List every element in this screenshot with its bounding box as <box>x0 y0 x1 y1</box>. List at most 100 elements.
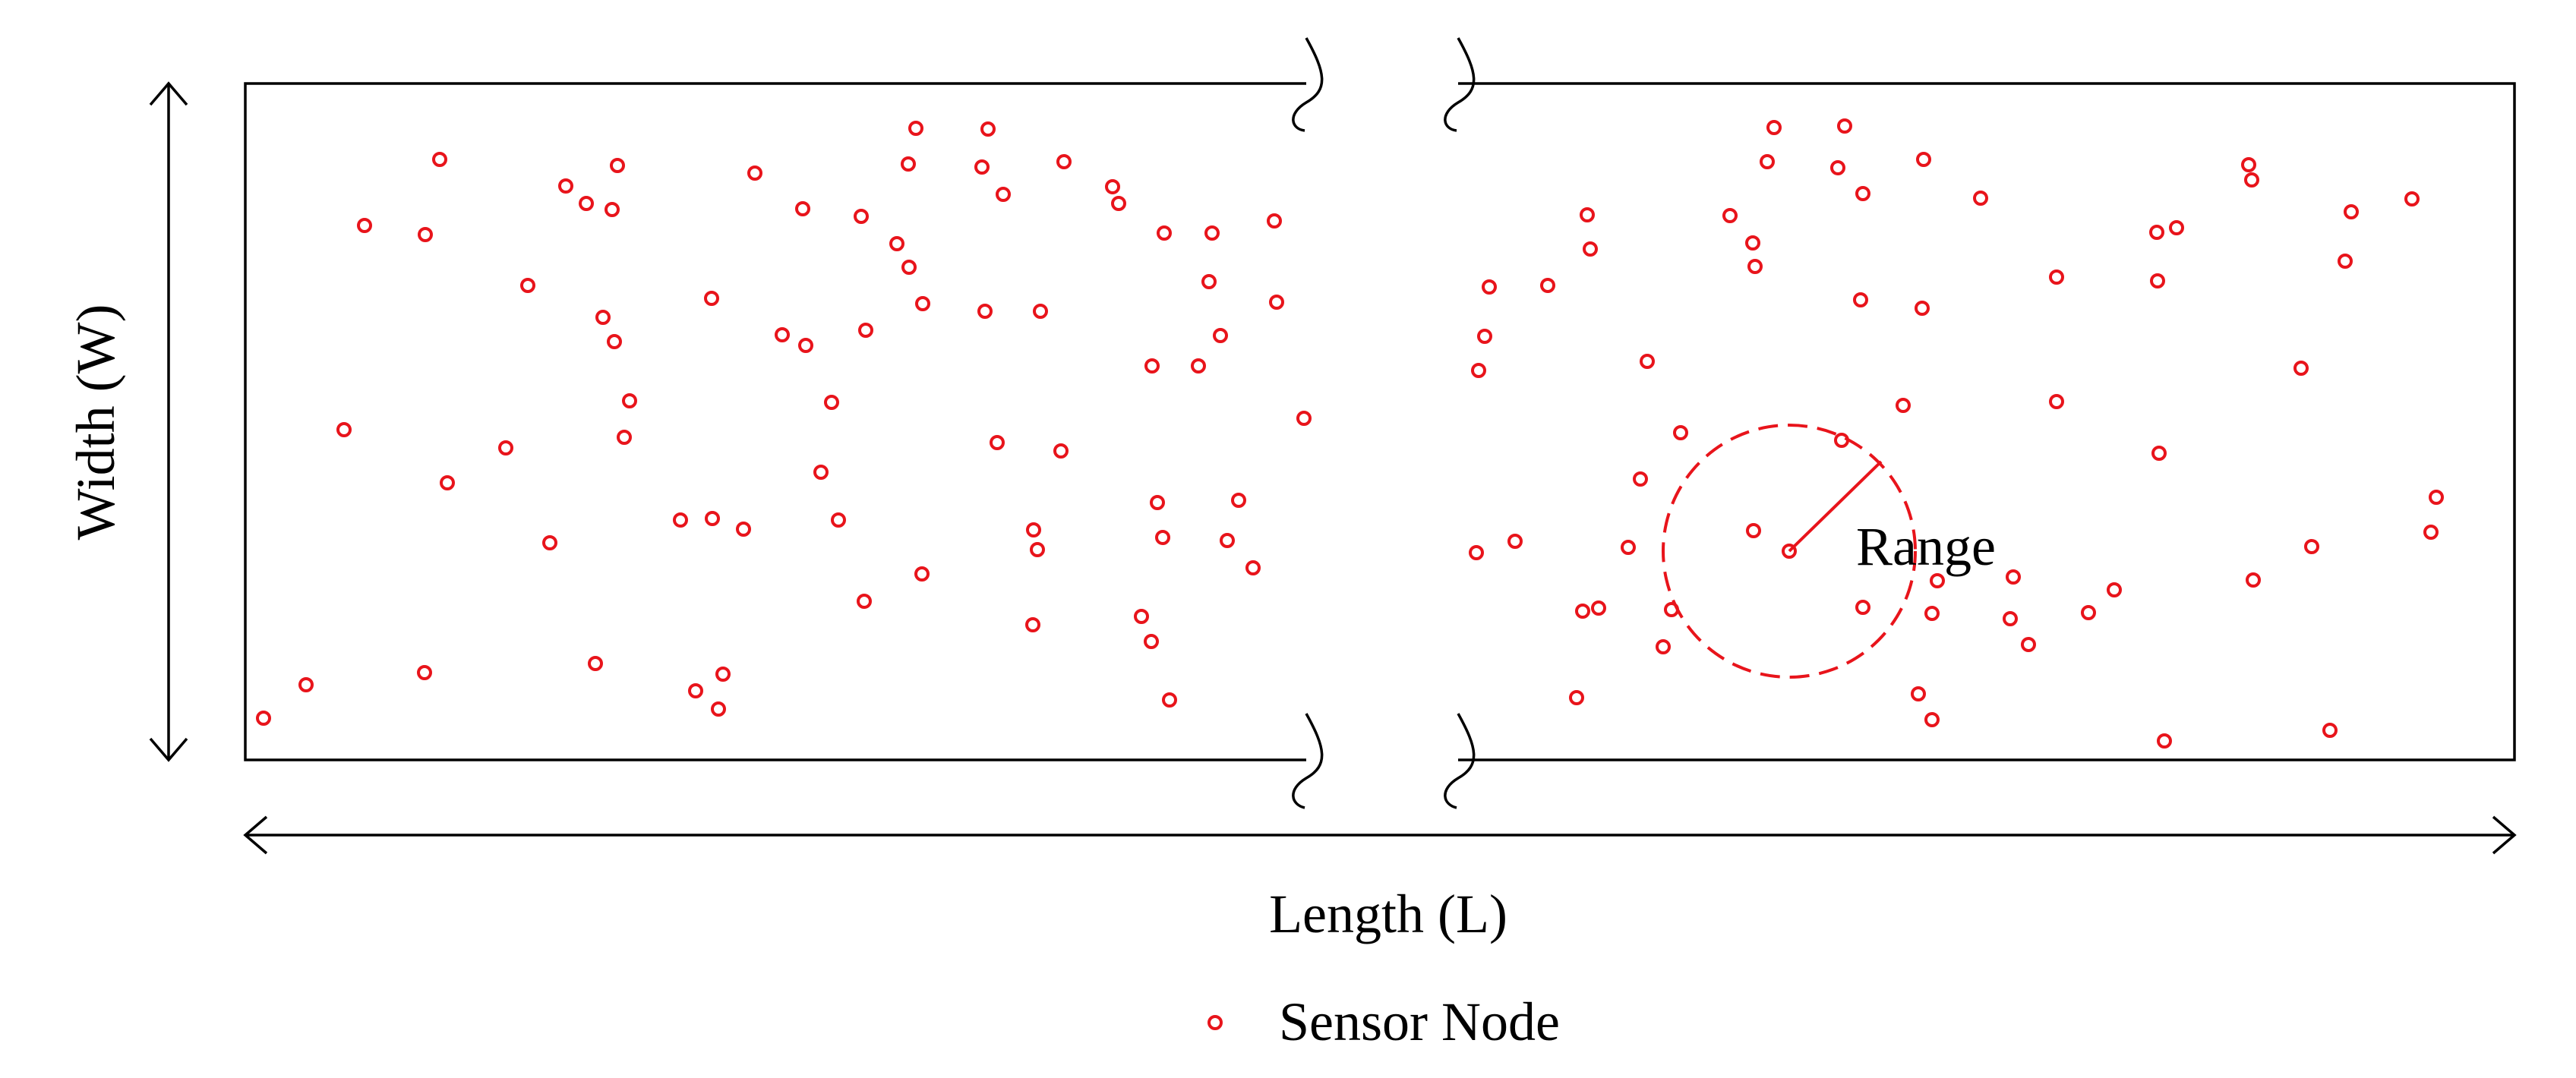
sensor-nodes <box>256 118 2444 749</box>
legend-sensor-node-label: Sensor Node <box>1279 991 1560 1052</box>
sensor-node <box>901 260 917 275</box>
width-label: Width (W) <box>65 304 126 541</box>
sensor-node <box>1916 152 1931 167</box>
sensor-node <box>1191 358 1206 374</box>
sensor-node <box>1471 363 1486 378</box>
sensor-node <box>1837 118 1852 134</box>
range-label: Range <box>1856 516 1996 577</box>
sensor-node <box>1896 398 1911 413</box>
legend: Sensor Node <box>1208 991 1560 1052</box>
sensor-node <box>417 665 432 680</box>
break-mark-bottom-right <box>1444 713 1476 809</box>
sensor-node <box>2429 490 2444 505</box>
range-circle <box>1662 424 1917 679</box>
sensor-node <box>2107 582 2122 597</box>
sensor-node <box>1245 560 1261 575</box>
sensor-node <box>2049 270 2064 285</box>
sensor-node <box>1507 534 1523 549</box>
sensor-node <box>1583 241 1598 257</box>
sensor-node <box>704 291 719 306</box>
sensor-node <box>2246 572 2261 588</box>
sensor-node <box>1633 471 1648 487</box>
sensor-node <box>715 667 731 682</box>
sensor-node <box>607 334 622 349</box>
sensor-node <box>256 711 271 726</box>
sensor-node <box>813 465 829 480</box>
sensor-node <box>1204 225 1220 241</box>
break-mark-top-right <box>1444 37 1476 132</box>
sensor-node <box>2241 157 2256 172</box>
sensor-node <box>990 435 1005 450</box>
sensor-node <box>736 522 751 537</box>
sensor-node <box>673 512 688 528</box>
sensor-node <box>2338 254 2353 269</box>
sensor-node <box>579 196 594 211</box>
sensor-node <box>605 202 620 217</box>
sensor-node <box>795 201 810 216</box>
sensor-node <box>440 475 455 490</box>
sensor-node <box>915 296 930 311</box>
sensor-node <box>1213 328 1228 343</box>
sensor-node <box>2049 394 2064 409</box>
sensor-node <box>1056 154 1072 169</box>
sensor-node <box>1760 154 1775 169</box>
sensor-node <box>2151 446 2167 461</box>
sensor-node <box>996 187 1011 202</box>
sensor-node <box>1580 207 1595 222</box>
sensor-node <box>1930 573 1945 588</box>
sensor-node <box>831 512 846 528</box>
sensor-node <box>914 566 930 582</box>
sensor-node <box>1231 493 1246 508</box>
sensor-node <box>2157 733 2172 749</box>
sensor-node <box>1269 295 1284 310</box>
sensor-node <box>1540 278 1555 293</box>
sensor-node <box>1591 600 1606 616</box>
sensor-node <box>1157 225 1172 241</box>
sensor-node <box>1026 522 1041 537</box>
sensor-node <box>1267 213 1282 229</box>
sensor-node <box>1830 160 1845 175</box>
sensor-node <box>854 209 869 224</box>
sensor-node <box>595 310 611 325</box>
sensor-node <box>1477 329 1492 344</box>
sensor-node <box>1025 617 1040 632</box>
sensor-node <box>2169 220 2184 235</box>
length-label: Length (L) <box>1269 884 1507 944</box>
sensor-node <box>1911 686 1926 701</box>
sensor-node <box>1664 602 1679 617</box>
sensor-node <box>1150 495 1165 510</box>
field-right-section <box>1458 82 2516 761</box>
sensor-node <box>1575 604 1590 619</box>
sensor-node <box>1144 358 1160 374</box>
sensor-node <box>980 121 996 137</box>
sensor-node <box>1201 274 1217 289</box>
sensor-node <box>418 227 433 242</box>
sensor-node <box>1766 120 1782 135</box>
sensor-node <box>432 152 447 167</box>
range-radius-line <box>1788 460 1883 553</box>
sensor-node <box>2244 172 2259 188</box>
sensor-node <box>498 440 513 455</box>
sensor-node <box>617 430 632 445</box>
sensor-node <box>610 158 625 173</box>
sensor-node <box>1155 530 1170 545</box>
sensor-node <box>2150 273 2165 288</box>
sensor-node <box>1746 523 1761 538</box>
sensor-node <box>1111 196 1126 211</box>
break-mark-top-left <box>1292 37 1324 132</box>
sensor-node <box>705 511 720 526</box>
sensor-node <box>775 327 790 342</box>
sensor-node <box>1656 639 1671 654</box>
sensor-node <box>1482 279 1497 295</box>
sensor-node <box>857 594 872 609</box>
sensor-node <box>2322 723 2338 738</box>
sensor-node <box>1924 606 1940 621</box>
break-mark-bottom-left <box>1292 713 1324 809</box>
sensor-node-range-center <box>1782 544 1797 559</box>
sensor-node <box>2149 225 2164 240</box>
sensor-node <box>1640 354 1655 369</box>
sensor-node <box>1855 600 1870 615</box>
sensor-node <box>1134 609 1149 624</box>
sensor-node <box>1973 191 1988 206</box>
sensor-node <box>1745 235 1760 251</box>
